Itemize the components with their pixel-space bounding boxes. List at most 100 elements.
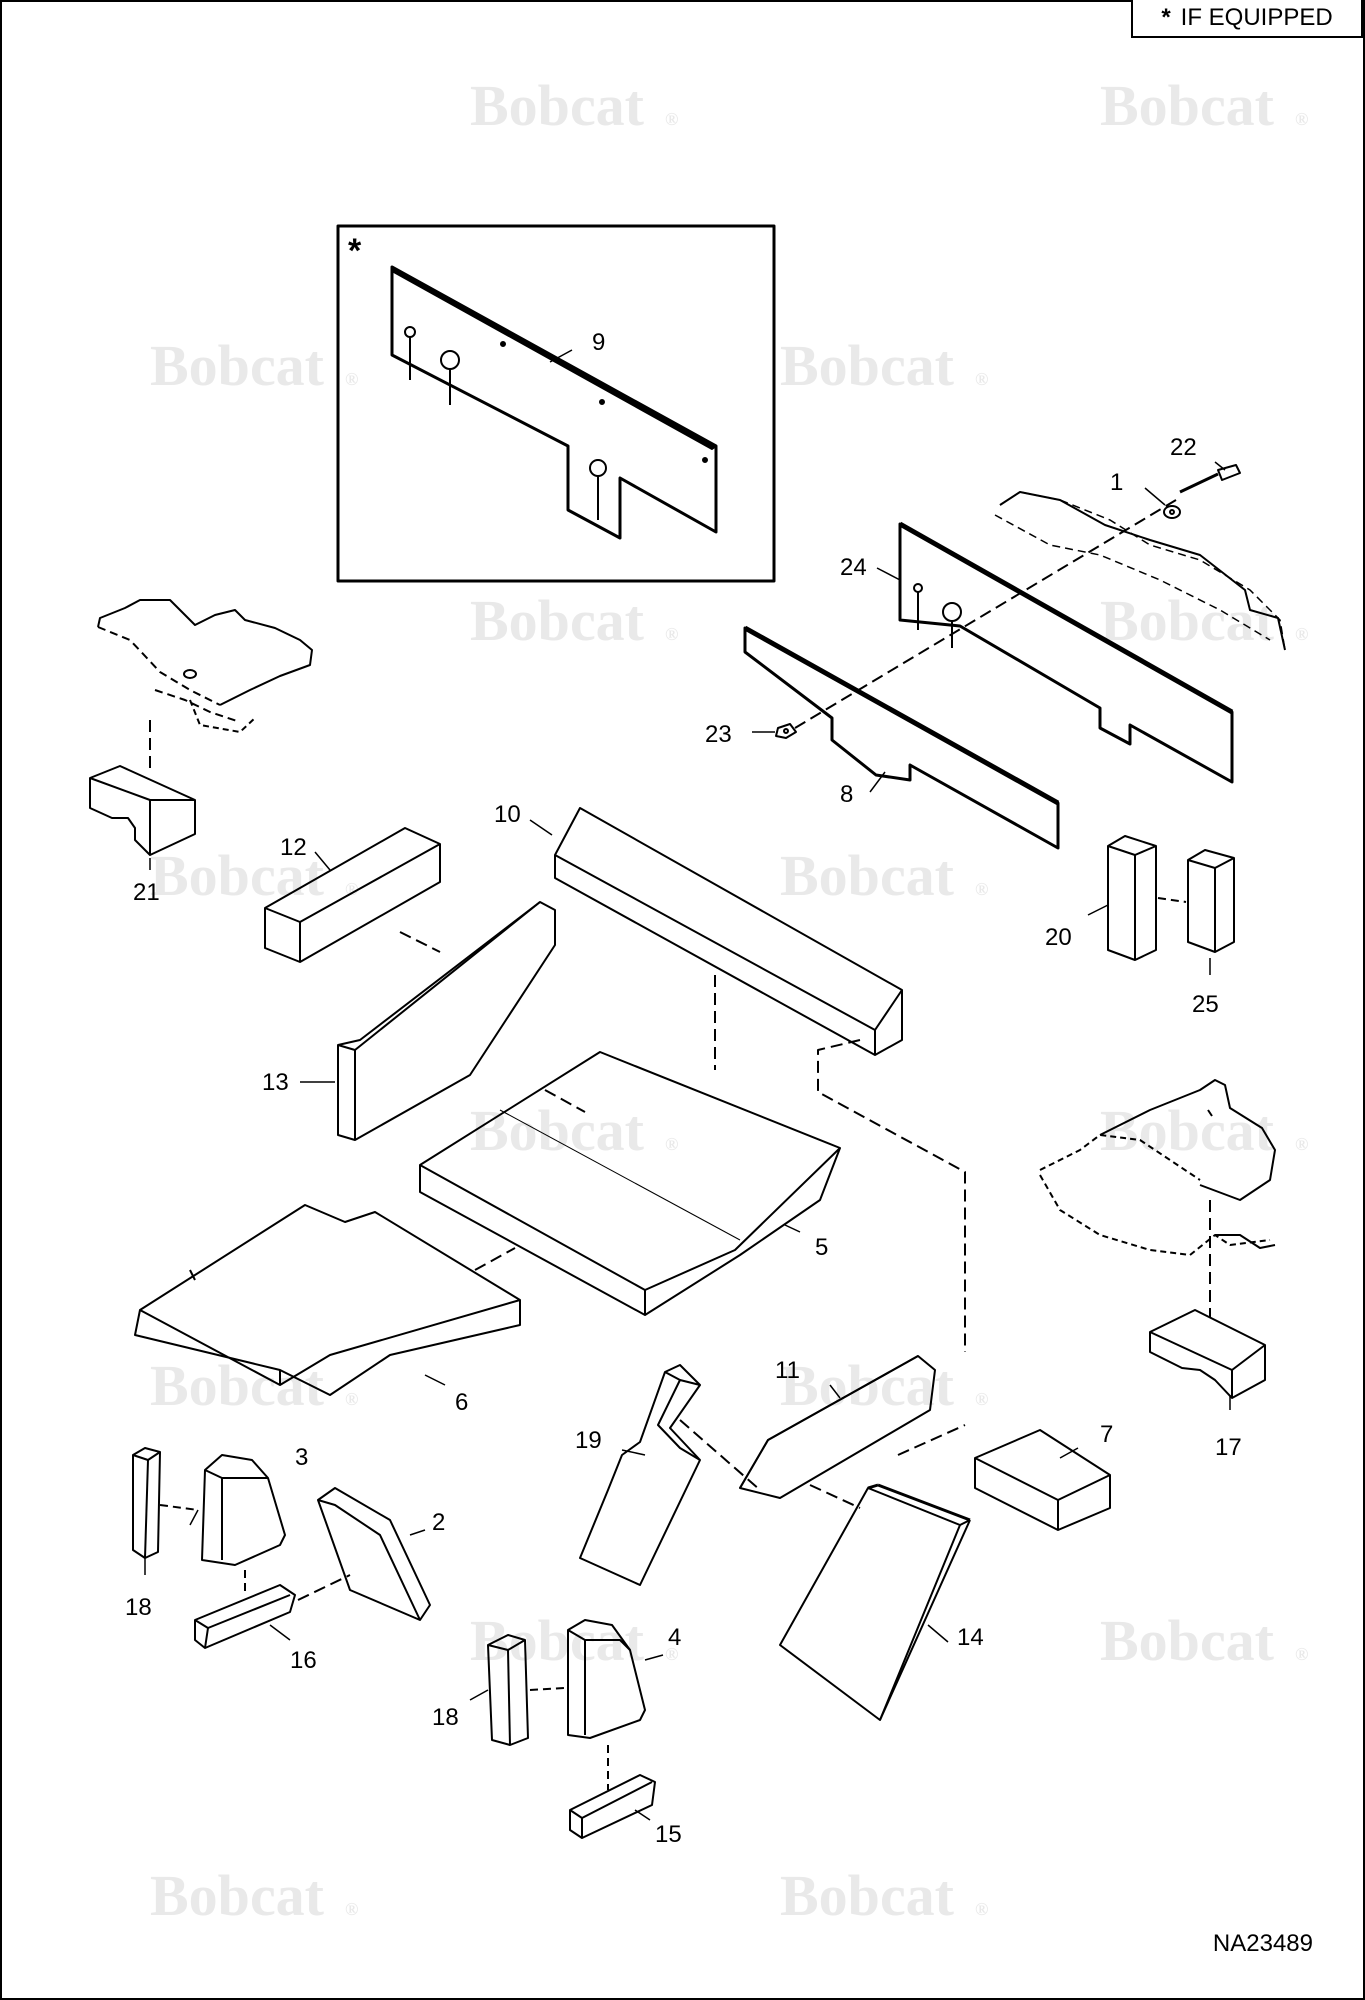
part-25-block xyxy=(1187,849,1235,953)
leader-lines xyxy=(144,349,1231,1821)
watermark-13: Bobcat® xyxy=(470,1608,678,1673)
part-3-panel xyxy=(201,1454,286,1566)
part-7-block xyxy=(974,1429,1111,1531)
watermark-2: Bobcat ® xyxy=(1100,73,1308,138)
left-bracket xyxy=(97,599,313,733)
svg-text:®: ® xyxy=(345,1389,358,1409)
svg-text:Bobcat: Bobcat xyxy=(1100,1608,1275,1673)
part-4-panel xyxy=(567,1619,646,1739)
svg-text:Bobcat: Bobcat xyxy=(780,843,955,908)
svg-text:®: ® xyxy=(665,624,678,644)
svg-text:®: ® xyxy=(1295,1644,1308,1664)
right-bracket xyxy=(1039,1079,1276,1256)
part-21-block xyxy=(89,765,196,856)
watermark-7: Bobcat® xyxy=(150,843,358,908)
svg-text:®: ® xyxy=(1295,1134,1308,1154)
part-14-board xyxy=(779,1483,971,1721)
svg-text:Bobcat: Bobcat xyxy=(150,1353,325,1418)
callout-8: 8 xyxy=(840,781,853,808)
svg-text:®: ® xyxy=(975,879,988,899)
svg-text:Bobcat: Bobcat xyxy=(1100,588,1275,653)
part-17-block xyxy=(1149,1309,1266,1399)
svg-text:®: ® xyxy=(665,1134,678,1154)
watermark-11: Bobcat ® xyxy=(150,1353,358,1418)
watermark-1: Bobcat ® xyxy=(470,73,678,138)
callout-18-left: 18 xyxy=(125,1594,152,1621)
svg-text:Bobcat: Bobcat xyxy=(470,588,645,653)
part-8-panel xyxy=(743,625,1060,850)
svg-text:Bobcat: Bobcat xyxy=(780,333,955,398)
fastener-axis xyxy=(794,499,1177,729)
watermark-14: Bobcat ® xyxy=(1100,1608,1308,1673)
svg-text:®: ® xyxy=(975,1899,988,1919)
callout-3: 3 xyxy=(295,1444,308,1471)
callout-5: 5 xyxy=(815,1234,828,1261)
part-6-base xyxy=(134,1204,521,1396)
watermark-5: Bobcat ® xyxy=(470,588,678,653)
callout-2: 2 xyxy=(432,1509,445,1536)
watermark-4: Bobcat ® xyxy=(780,333,988,398)
callout-23: 23 xyxy=(705,721,732,748)
svg-text:®: ® xyxy=(1295,624,1308,644)
callout-13: 13 xyxy=(262,1069,289,1096)
nut-23 xyxy=(775,723,797,739)
part-13-panel xyxy=(337,901,556,1141)
svg-text:®: ® xyxy=(665,1644,678,1664)
inset-box xyxy=(336,224,776,583)
svg-text:®: ® xyxy=(345,1899,358,1919)
callout-11: 11 xyxy=(775,1357,800,1384)
callout-7: 7 xyxy=(1100,1421,1113,1448)
part-15-block xyxy=(569,1774,656,1839)
svg-text:Bobcat: Bobcat xyxy=(150,333,325,398)
watermark-10: Bobcat® xyxy=(1100,1098,1308,1163)
watermarks: Bobcat® Bobcat® Bobcat® Bobcat® Bobcat® … xyxy=(150,73,1308,1928)
callout-17: 17 xyxy=(1215,1434,1242,1461)
svg-text:®: ® xyxy=(345,369,358,389)
part-24-panel xyxy=(898,521,1234,784)
watermark-12: Bobcat® xyxy=(780,1353,988,1418)
watermark-3: Bobcat ® xyxy=(150,333,358,398)
callout-1: 1 xyxy=(1110,469,1123,496)
part-19-panel xyxy=(579,1364,701,1586)
svg-text:Bobcat: Bobcat xyxy=(1100,73,1275,138)
callout-10: 10 xyxy=(494,801,521,828)
svg-text:Bobcat: Bobcat xyxy=(470,1098,645,1163)
callout-24: 24 xyxy=(840,554,867,581)
part-18-block-right xyxy=(487,1634,529,1746)
svg-text:®: ® xyxy=(1295,109,1308,129)
part-20-block xyxy=(1107,835,1157,961)
part-2-panel xyxy=(317,1487,431,1621)
washer-1 xyxy=(1163,505,1181,519)
svg-text:Bobcat: Bobcat xyxy=(150,1863,325,1928)
svg-text:®: ® xyxy=(665,109,678,129)
part-16-block xyxy=(194,1584,296,1649)
callout-14: 14 xyxy=(957,1624,984,1651)
upper-bracket xyxy=(994,491,1286,651)
watermark-15: Bobcat ® xyxy=(150,1863,358,1928)
callout-6: 6 xyxy=(455,1389,468,1416)
inset-asterisk: * xyxy=(348,232,362,270)
callout-19: 19 xyxy=(575,1427,602,1454)
svg-text:Bobcat: Bobcat xyxy=(470,73,645,138)
svg-text:Bobcat: Bobcat xyxy=(150,843,325,908)
part-5-seat xyxy=(419,1051,841,1316)
part-12-block xyxy=(264,827,441,963)
watermark-6: Bobcat ® xyxy=(1100,588,1308,653)
figure-id: NA23489 xyxy=(1212,1930,1313,1957)
watermark-16: Bobcat ® xyxy=(780,1863,988,1928)
svg-text:Bobcat: Bobcat xyxy=(780,1863,955,1928)
bolt-22 xyxy=(1179,464,1241,494)
part-11-wedge xyxy=(739,1355,936,1499)
part-9-panel xyxy=(390,265,718,540)
callout-16: 16 xyxy=(290,1647,317,1674)
svg-text:®: ® xyxy=(975,369,988,389)
callout-12: 12 xyxy=(280,834,307,861)
callout-25: 25 xyxy=(1192,991,1219,1018)
callouts: 22 1 24 23 8 9 10 12 13 5 6 11 19 7 17 2… xyxy=(125,232,1242,1848)
legend-asterisk: * xyxy=(1161,4,1171,31)
watermark-9: Bobcat ® xyxy=(470,1098,678,1163)
callout-15: 15 xyxy=(655,1821,682,1848)
watermark-8: Bobcat ® xyxy=(780,843,988,908)
callout-20: 20 xyxy=(1045,924,1072,951)
